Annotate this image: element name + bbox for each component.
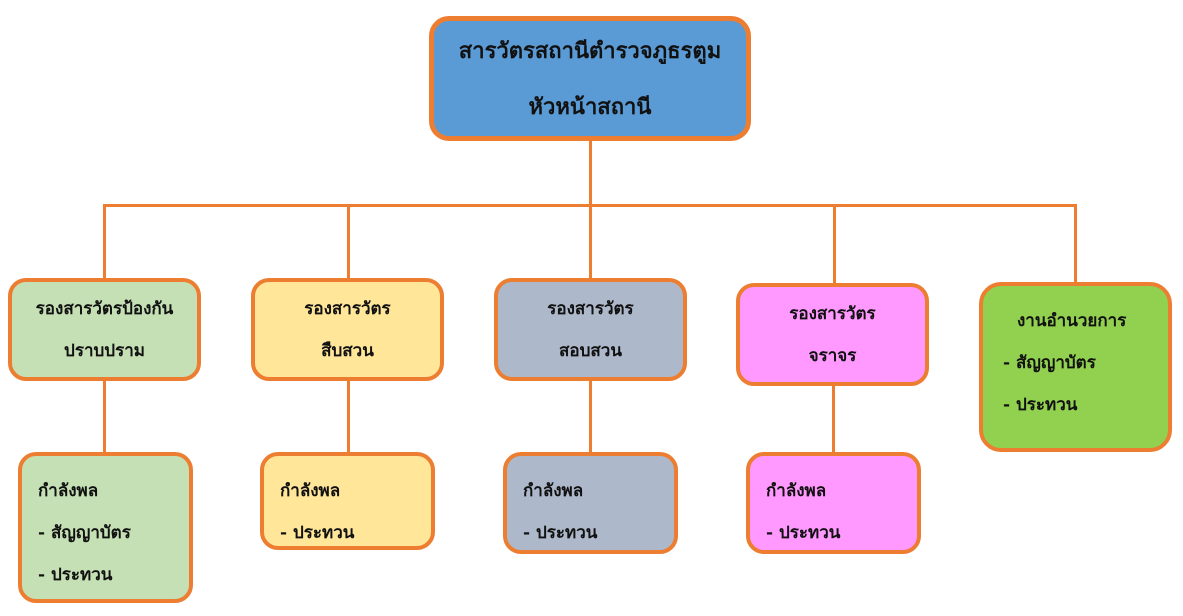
connector-div-5 bbox=[1074, 204, 1077, 284]
staff-prevention: กำลังพล - สัญญาบัตร - ประทวน bbox=[18, 452, 193, 603]
staff-investigation: กำลังพล - ประทวน bbox=[260, 452, 435, 550]
staff-title: กำลังพล bbox=[523, 481, 584, 501]
connector-div-1 bbox=[103, 204, 106, 280]
connector-staff-2 bbox=[347, 380, 350, 454]
division-title: งานอำนวยการ bbox=[1017, 311, 1127, 331]
staff-item: - ประทวน bbox=[766, 523, 841, 543]
division-investigation: รองสารวัตร สืบสวน bbox=[251, 278, 444, 381]
connector-staff-4 bbox=[832, 385, 835, 454]
division-administration: งานอำนวยการ - สัญญาบัตร - ประทวน bbox=[979, 282, 1172, 452]
division-title: จราจร bbox=[808, 345, 857, 366]
connector-div-2 bbox=[347, 204, 350, 280]
staff-traffic: กำลังพล - ประทวน bbox=[746, 452, 921, 554]
staff-inquiry: กำลังพล - ประทวน bbox=[503, 452, 678, 554]
division-item: - สัญญาบัตร bbox=[1003, 353, 1096, 373]
division-title: รองสารวัตร bbox=[789, 303, 876, 324]
division-title: รองสารวัตรป้องกัน bbox=[35, 298, 174, 319]
staff-title: กำลังพล bbox=[38, 481, 99, 501]
division-title: รองสารวัตร bbox=[304, 298, 391, 319]
head-title: สารวัตรสถานีตำรวจภูธรตูม bbox=[458, 37, 722, 64]
staff-item: - ประทวน bbox=[523, 523, 598, 543]
division-prevention: รองสารวัตรป้องกัน ปราบปราม bbox=[8, 278, 201, 381]
staff-item: - สัญญาบัตร bbox=[38, 523, 131, 543]
connector-div-4 bbox=[833, 204, 836, 285]
connector-staff-1 bbox=[103, 380, 106, 454]
staff-item: - ประทวน bbox=[280, 523, 355, 543]
division-title: รองสารวัตร bbox=[547, 298, 634, 319]
connector-head bbox=[589, 140, 592, 206]
staff-title: กำลังพล bbox=[280, 481, 341, 501]
division-title: สืบสวน bbox=[321, 340, 374, 361]
head-subtitle: หัวหน้าสถานี bbox=[528, 93, 652, 120]
head-box: สารวัตรสถานีตำรวจภูธรตูม หัวหน้าสถานี bbox=[429, 16, 751, 141]
division-inquiry: รองสารวัตร สอบสวน bbox=[494, 278, 687, 381]
division-item: - ประทวน bbox=[1003, 395, 1078, 415]
division-traffic: รองสารวัตร จราจร bbox=[736, 283, 929, 386]
connector-staff-3 bbox=[589, 380, 592, 454]
division-title: ปราบปราม bbox=[64, 340, 145, 361]
connector-div-3 bbox=[589, 204, 592, 280]
staff-title: กำลังพล bbox=[766, 481, 827, 501]
division-title: สอบสวน bbox=[559, 340, 622, 361]
staff-item: - ประทวน bbox=[38, 565, 113, 585]
